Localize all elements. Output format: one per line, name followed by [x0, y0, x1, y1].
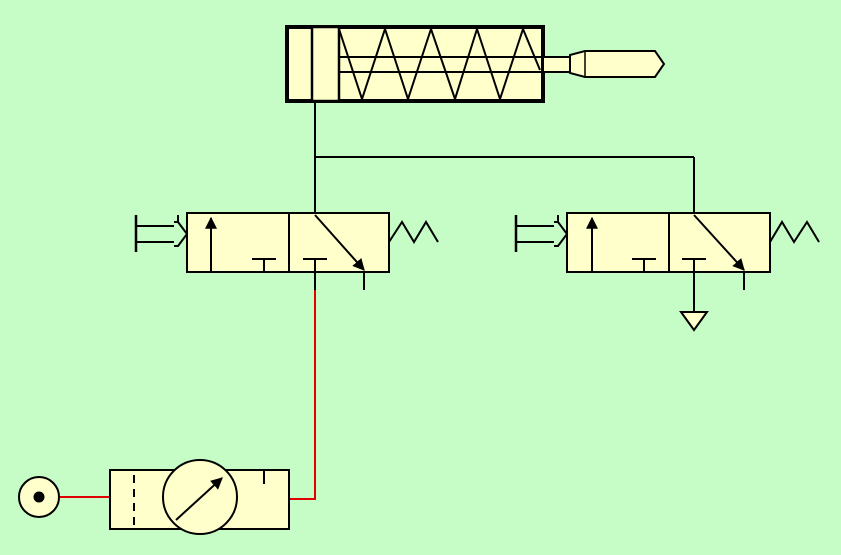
valve-right — [514, 212, 820, 290]
filter-regulator — [109, 459, 290, 535]
exhaust — [679, 272, 709, 332]
valve-left-box-a — [186, 212, 290, 273]
gauge-needle — [175, 477, 223, 521]
valve-left-button-cap — [174, 221, 189, 247]
pressure-line-to-valve — [289, 290, 316, 500]
valve-left — [134, 212, 439, 290]
single-acting-cylinder — [285, 25, 666, 103]
valve-left-spring — [388, 220, 439, 244]
pressure-lines — [59, 290, 316, 500]
air-source-dot — [33, 491, 45, 503]
valve-left-flow-arrow-diag — [314, 214, 365, 271]
rod-gap-mask — [544, 58, 570, 71]
valve-right-box-a — [566, 212, 670, 273]
valve-right-spring — [769, 220, 820, 244]
valve-right-button-cap — [554, 221, 569, 247]
exhaust-triangle-icon — [679, 311, 709, 332]
air-supply — [18, 476, 60, 518]
valve-right-flow-arrow-diag — [693, 214, 745, 271]
cylinder-piston — [310, 25, 341, 103]
signal-lines — [314, 101, 695, 213]
return-spring — [338, 25, 541, 103]
rod-end-tip — [569, 50, 666, 78]
